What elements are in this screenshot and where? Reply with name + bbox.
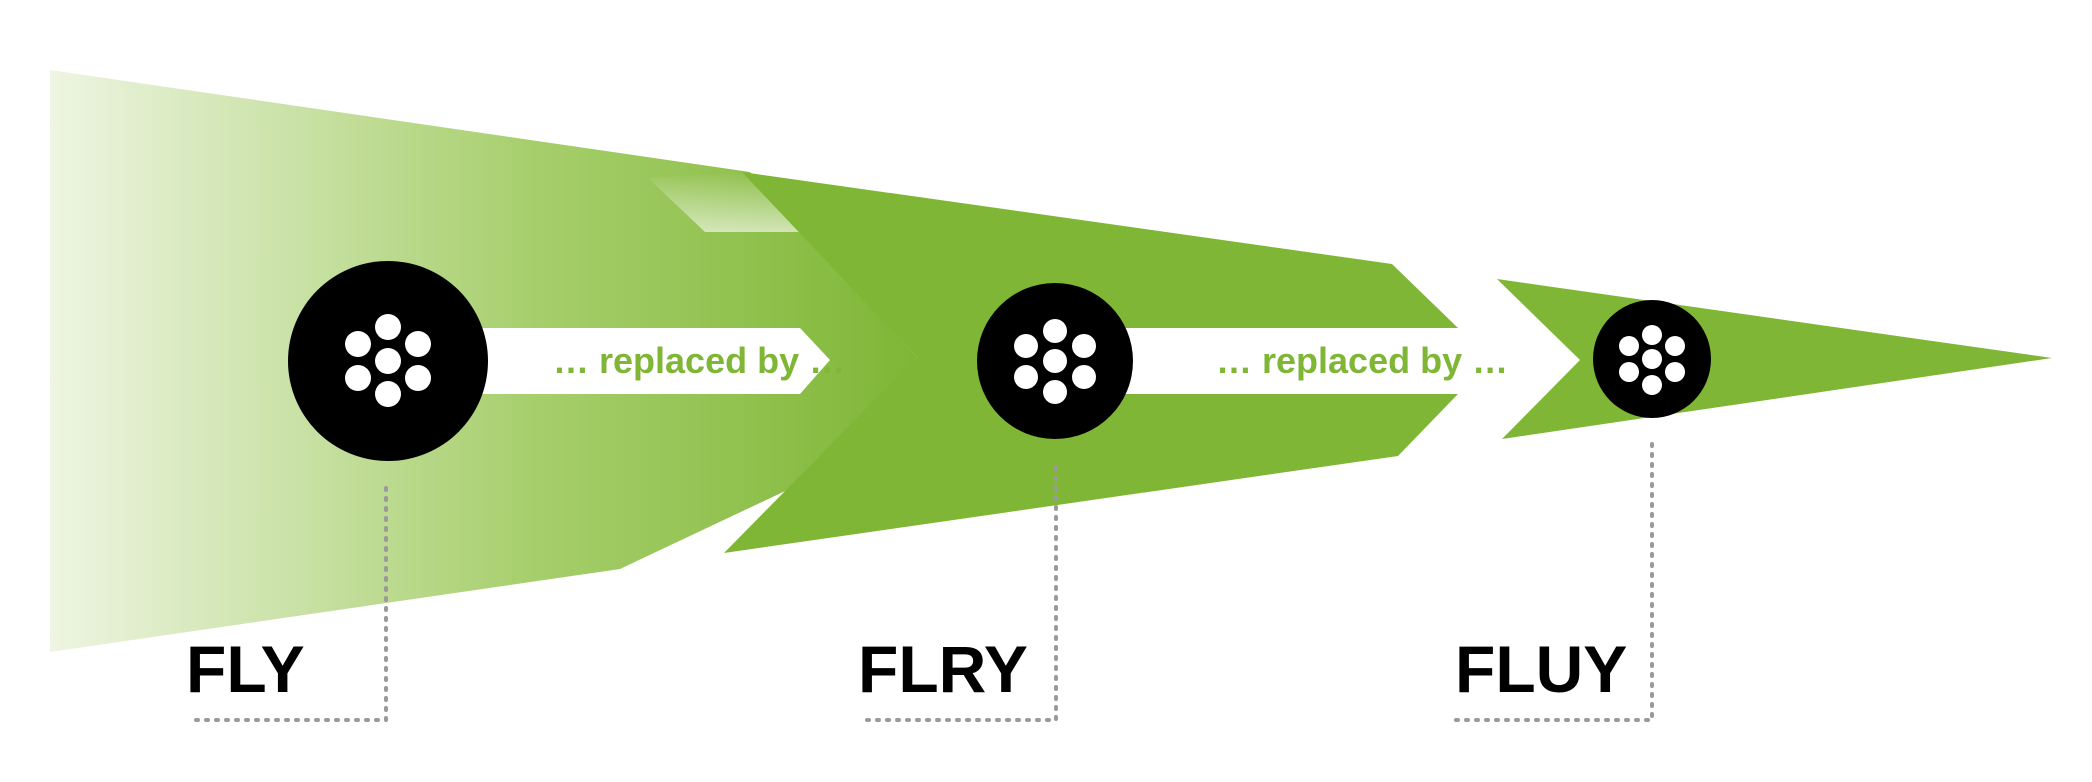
transition-text-1: … replaced by … (553, 340, 845, 381)
leader-line-fluy (1454, 442, 1654, 722)
cable-label-fluy: FLUY (1455, 632, 1627, 706)
cable-flry-cross-section-icon (977, 283, 1133, 439)
segment-3-wedge (1497, 279, 2052, 439)
transition-band-1 (388, 328, 830, 394)
transition-band-2 (1055, 328, 1458, 394)
leader-line-flry (858, 465, 1058, 722)
cable-fly-cross-section-icon (288, 261, 488, 461)
segment-1-notch-fade (648, 172, 800, 232)
cable-label-flry: FLRY (858, 632, 1028, 706)
cable-fluy-cross-section-icon (1593, 300, 1711, 418)
leader-line-fly (188, 486, 388, 722)
transition-text-2: … replaced by … (1216, 340, 1508, 381)
cable-label-fly: FLY (186, 632, 305, 706)
